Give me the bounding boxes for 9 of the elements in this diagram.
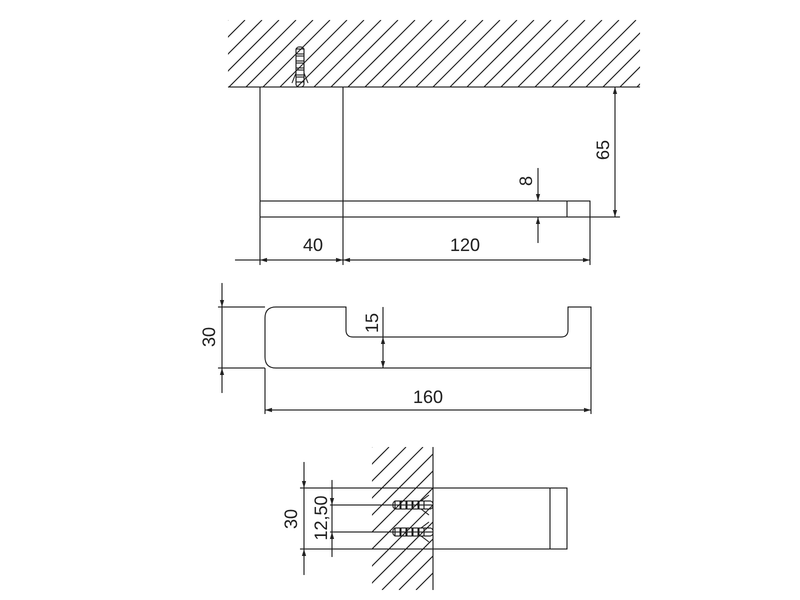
dimension-value: 30 [200, 326, 218, 348]
dimension-value: 12,50 [312, 495, 330, 541]
dimension-value: 8 [517, 176, 535, 186]
dimension-value: 30 [282, 508, 300, 530]
dimension-value: 40 [302, 236, 324, 254]
dimension-value: 160 [412, 388, 444, 406]
dimension-value: 15 [363, 312, 381, 334]
dimension-value: 120 [450, 236, 480, 254]
dimension-value: 65 [594, 140, 612, 160]
